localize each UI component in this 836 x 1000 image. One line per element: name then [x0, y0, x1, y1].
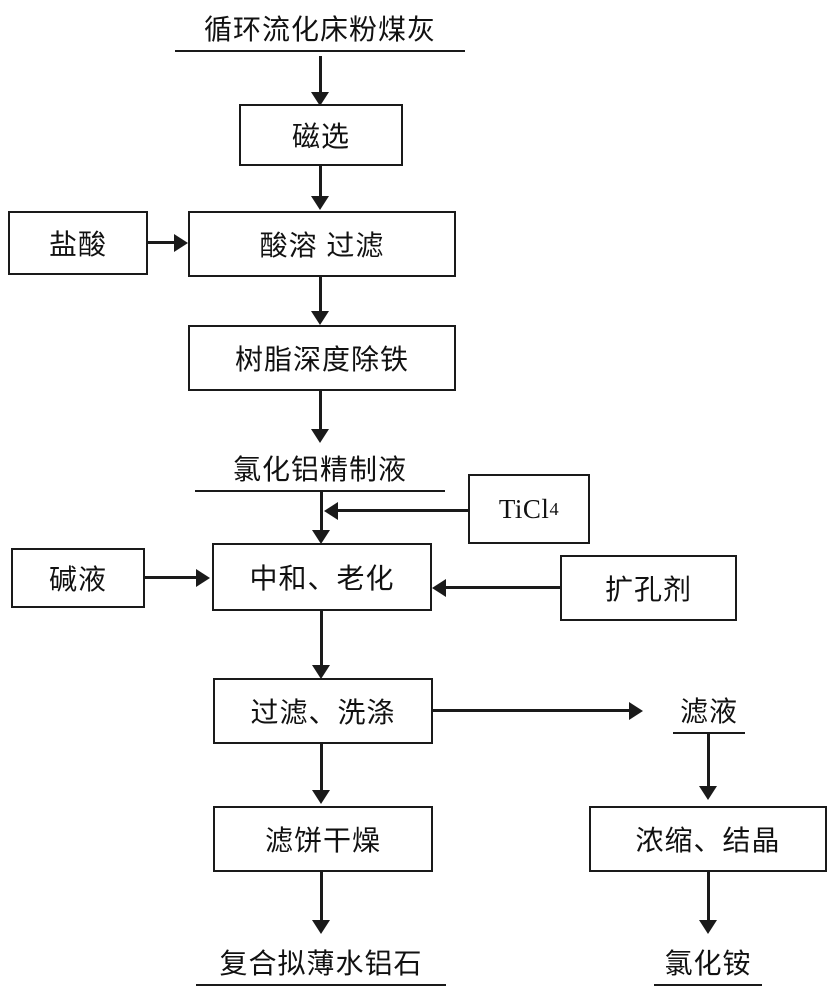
connector-alkali-to-neutralize [145, 576, 198, 579]
arrowhead-down-concentrate [699, 920, 717, 934]
connector-neutralize-to-filter-wash [320, 611, 323, 669]
node-alkali-solution: 碱液 [11, 548, 145, 608]
connector-ticl4-to-neutralize [338, 509, 468, 512]
node-cake-drying: 滤饼干燥 [213, 806, 433, 872]
arrowhead-down-acid-dissolve [311, 311, 329, 325]
node-filtrate: 滤液 [673, 690, 745, 734]
node-neutralize-age: 中和、老化 [212, 543, 432, 611]
node-filter-wash: 过滤、洗涤 [213, 678, 433, 744]
node-hydrochloric-acid: 盐酸 [8, 211, 148, 275]
connector-magnetic-separation-to-acid-dissolve [319, 166, 322, 198]
arrowhead-left-ticl4 [324, 502, 338, 520]
connector-feedstock-to-magnetic-separation [319, 56, 322, 96]
arrowhead-down-neutralize [312, 665, 330, 679]
arrowhead-left-pore-agent [432, 579, 446, 597]
node-acid-dissolve-filter: 酸溶 过滤 [188, 211, 456, 277]
node-magnetic-separation: 磁选 [239, 104, 403, 166]
arrowhead-down-resin [311, 429, 329, 443]
arrowhead-right-filtrate [629, 702, 643, 720]
node-refined-alcl3-solution: 氯化铝精制液 [195, 448, 445, 492]
arrowhead-down-feedstock [311, 92, 329, 106]
connector-pore-agent-to-neutralize [446, 586, 560, 589]
node-resin-deep-iron-removal: 树脂深度除铁 [188, 325, 456, 391]
connector-acid-dissolve-to-resin [319, 277, 322, 315]
arrowhead-down-magnetic-separation [311, 196, 329, 210]
node-feedstock: 循环流化床粉煤灰 [175, 8, 465, 52]
arrowhead-down-cake-drying [312, 920, 330, 934]
node-concentrate-crystallize: 浓缩、结晶 [589, 806, 827, 872]
connector-resin-to-refined-solution [319, 391, 322, 433]
connector-concentrate-to-ammonium-chloride [707, 872, 710, 924]
arrowhead-down-filtrate [699, 786, 717, 800]
connector-filtrate-to-concentrate [707, 734, 710, 790]
ticl4-formula-subscript: 4 [549, 498, 560, 519]
arrowhead-down-refined-solution [312, 530, 330, 544]
node-pore-expanding-agent: 扩孔剂 [560, 555, 737, 621]
connector-cake-drying-to-product [320, 872, 323, 924]
connector-filter-wash-to-filtrate [433, 709, 631, 712]
ticl4-formula-base: TiCl [498, 493, 550, 524]
node-composite-pseudoboehmite: 复合拟薄水铝石 [196, 942, 446, 986]
connector-filter-wash-to-cake-drying [320, 744, 323, 794]
arrowhead-right-hydrochloric-acid [174, 234, 188, 252]
node-ammonium-chloride: 氯化铵 [654, 942, 762, 986]
connector-refined-solution-to-neutralize [320, 492, 323, 534]
arrowhead-down-filter-wash [312, 790, 330, 804]
arrowhead-right-alkali [196, 569, 210, 587]
connector-hydrochloric-acid-to-acid-dissolve [148, 241, 176, 244]
